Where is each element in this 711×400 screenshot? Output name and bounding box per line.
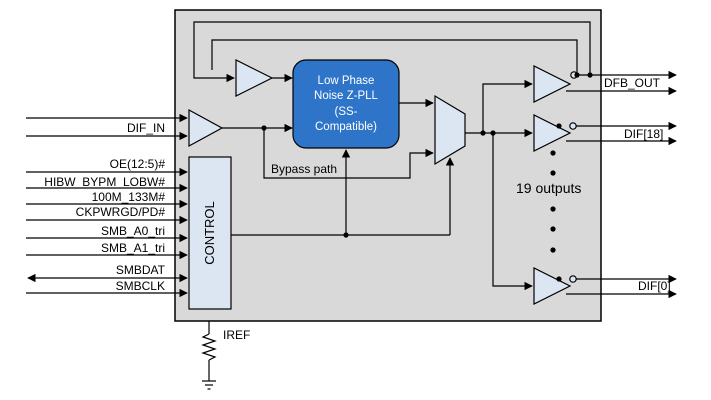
- output-buffer-dif18: [533, 114, 572, 152]
- ellipsis-dot: [550, 170, 556, 176]
- outputs-count-label: 19 outputs: [516, 180, 581, 196]
- iref-label: IREF: [223, 328, 250, 342]
- pll-label-line2: Noise Z-PLL: [314, 90, 379, 102]
- smb-a1-label: SMB_A1_tri: [101, 241, 165, 255]
- ellipsis-dot: [550, 226, 556, 232]
- dif0-junction-dot: [556, 276, 562, 282]
- bypass-path-wire: [263, 128, 434, 179]
- pll-label-line4: Compatible): [315, 121, 377, 133]
- output-buffer-dif0: [533, 267, 572, 305]
- feedback-buffer: [235, 59, 274, 97]
- hibw-label: HIBW_BYPM_LOBW#: [44, 175, 165, 189]
- ellipsis-dot: [550, 247, 556, 253]
- dfb-out-label: DFB_OUT: [604, 76, 661, 90]
- pll-block: [292, 59, 400, 149]
- feedback-inner-wire: [211, 39, 578, 74]
- oe-label: OE(12:5)#: [110, 157, 166, 171]
- control-label: CONTROL: [202, 201, 217, 265]
- output-buffer-dfb: [533, 65, 572, 103]
- output-buffer-dif0-bubble: [569, 275, 577, 283]
- output-buffer-dif18-bubble: [569, 122, 577, 130]
- smbdat-label: SMBDAT: [116, 263, 166, 277]
- input-buffer: [188, 108, 224, 148]
- smb-a0-label: SMB_A0_tri: [101, 224, 165, 238]
- to-dif0-buffer-wire: [492, 133, 533, 291]
- dif0-label: DIF[0]: [638, 279, 671, 293]
- control-junction-dot: [343, 232, 349, 238]
- iref-resistor: [201, 333, 217, 361]
- ckpwrgd-label: CKPWRGD/PD#: [76, 205, 166, 219]
- dif-in-label: DIF_IN: [127, 121, 165, 135]
- bypass-path-label: Bypass path: [271, 162, 337, 176]
- ellipsis-dot: [550, 150, 556, 156]
- dif18-junction-dot: [556, 123, 562, 129]
- to-dfb-buffer-wire: [482, 79, 533, 133]
- pll-label-line3: (SS-: [335, 106, 358, 118]
- mux: [434, 94, 466, 166]
- feedback-outer-wire: [193, 21, 591, 83]
- sel-100m-label: 100M_133M#: [92, 190, 166, 204]
- dif18-label: DIF[18]: [624, 127, 663, 141]
- ellipsis-dot: [550, 206, 556, 212]
- smbclk-label: SMBCLK: [116, 279, 165, 293]
- pll-label-line1: Low Phase: [318, 75, 375, 87]
- ground-icon: [202, 380, 216, 390]
- control-block: [188, 156, 232, 310]
